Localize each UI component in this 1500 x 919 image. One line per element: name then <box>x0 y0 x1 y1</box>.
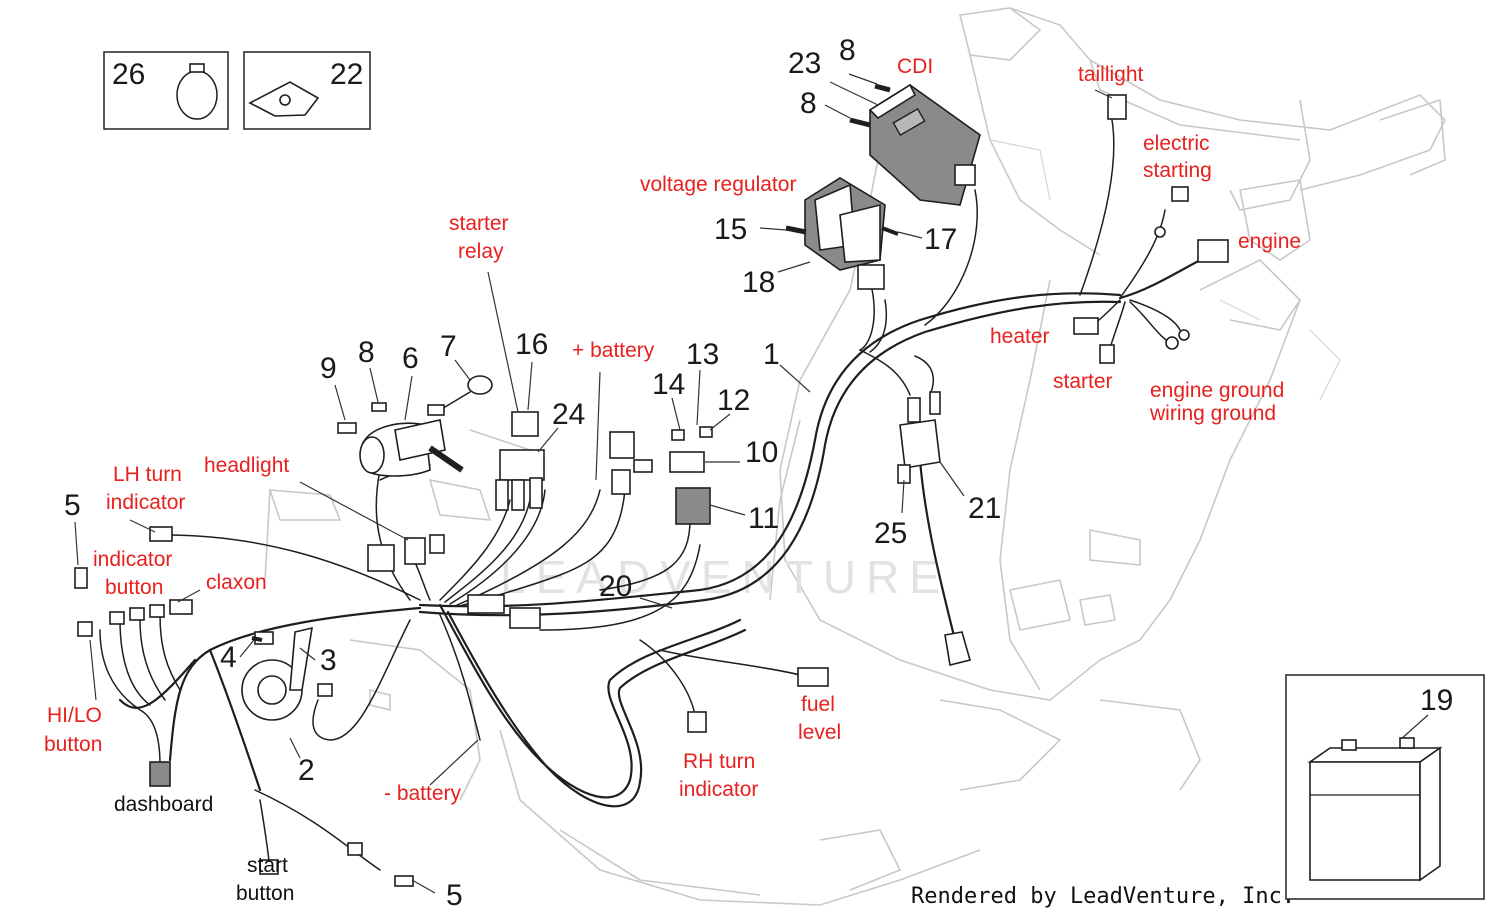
part-number-4: 4 <box>220 641 237 674</box>
part-number-12: 12 <box>717 384 750 417</box>
label-start-button-1: start <box>247 854 288 877</box>
relays <box>495 411 713 525</box>
part-number-23: 23 <box>788 47 821 80</box>
part-number-16: 16 <box>515 328 548 361</box>
part-number-8-left: 8 <box>358 336 375 369</box>
label-indicator-button-1: indicator <box>93 548 172 571</box>
part-number-15: 15 <box>714 213 747 246</box>
scooter-frame <box>264 7 1446 906</box>
voltage-regulator <box>804 177 886 290</box>
part-number-11: 11 <box>748 502 779 535</box>
label-hilo-1: HI/LO <box>47 704 102 727</box>
label-fuel: fuel <box>801 693 835 716</box>
part-number-3: 3 <box>320 644 337 677</box>
part-number-8-mid: 8 <box>800 87 817 120</box>
label-minus-battery: - battery <box>384 782 462 805</box>
label-hilo-2: button <box>44 733 102 756</box>
part-number-2: 2 <box>298 754 315 787</box>
component-labels: CDI taillight electric starting voltage … <box>44 55 1301 905</box>
part-number-14: 14 <box>652 368 685 401</box>
label-plus-battery: + battery <box>572 339 655 362</box>
bolts <box>251 83 899 642</box>
part-number-5-left: 5 <box>64 489 81 522</box>
ignition-key <box>427 375 493 416</box>
part-number-9: 9 <box>320 352 337 385</box>
part-number-7: 7 <box>440 330 457 363</box>
inset-battery-19: 19 <box>1285 674 1485 900</box>
part-number-19: 19 <box>1420 684 1453 717</box>
label-dashboard: dashboard <box>114 793 213 816</box>
inset-clip-22: 22 <box>243 51 371 130</box>
ignition-coil <box>897 391 971 666</box>
connectors <box>74 94 1229 887</box>
part-number-25: 25 <box>874 517 907 550</box>
watermark: LEADVENTURE <box>500 551 950 603</box>
label-starter-relay-2: relay <box>458 240 504 263</box>
label-wiring-ground: wiring ground <box>1149 402 1276 425</box>
part-number-26: 26 <box>112 58 145 91</box>
footer-credit: Rendered by LeadVenture, Inc. <box>911 884 1295 909</box>
label-rh-turn-2: indicator <box>679 778 758 801</box>
label-starter-relay-1: starter <box>449 212 509 235</box>
part-numbers: 23 8 8 15 17 18 16 24 14 13 12 10 11 1 9… <box>64 34 1001 912</box>
label-taillight: taillight <box>1078 63 1144 86</box>
label-start-button-2: button <box>236 882 294 905</box>
label-headlight: headlight <box>204 454 289 477</box>
cdi-unit <box>868 83 981 206</box>
part-number-10: 10 <box>745 436 778 469</box>
label-starting: starting <box>1143 159 1212 182</box>
ignition-switch <box>337 402 464 477</box>
label-starter: starter <box>1053 370 1113 393</box>
part-number-21: 21 <box>968 492 1001 525</box>
part-number-8-top: 8 <box>839 34 856 67</box>
horn <box>241 626 333 721</box>
label-rh-turn-1: RH turn <box>683 750 755 773</box>
label-lh-turn-1: LH turn <box>113 463 182 486</box>
part-number-17: 17 <box>924 223 957 256</box>
label-claxon: claxon <box>206 571 267 594</box>
part-number-5-bottom: 5 <box>446 879 463 912</box>
label-engine: engine <box>1238 230 1301 253</box>
label-heater: heater <box>990 325 1050 348</box>
part-number-6: 6 <box>402 342 419 375</box>
part-number-24: 24 <box>552 398 585 431</box>
part-number-1: 1 <box>763 338 780 371</box>
part-number-18: 18 <box>742 266 775 299</box>
part-number-13: 13 <box>686 338 719 371</box>
label-voltage-regulator: voltage regulator <box>640 173 796 196</box>
inset-clamp-26: 26 <box>103 51 229 130</box>
label-indicator-button-2: button <box>105 576 163 599</box>
label-engine-ground: engine ground <box>1150 379 1284 402</box>
label-lh-turn-2: indicator <box>106 491 185 514</box>
label-level: level <box>798 721 841 744</box>
label-cdi: CDI <box>897 55 933 78</box>
part-number-20: 20 <box>599 570 632 603</box>
leader-lines <box>74 73 1113 894</box>
label-electric: electric <box>1143 132 1210 155</box>
part-number-22: 22 <box>330 58 363 91</box>
